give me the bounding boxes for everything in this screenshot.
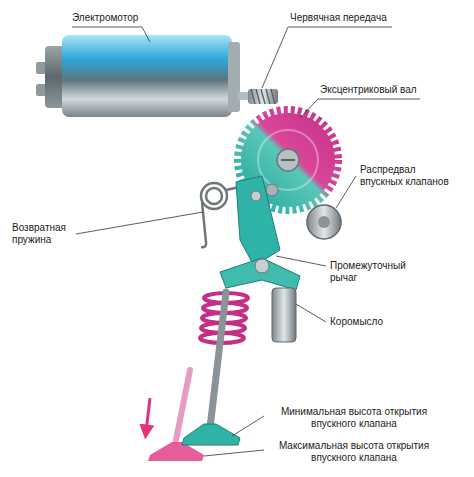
leader-line: [336, 176, 356, 208]
intake-camshaft: [307, 205, 341, 239]
camshaft-core: [318, 216, 330, 228]
motor-flange: [228, 42, 240, 112]
rocker-roller: [255, 259, 269, 273]
worm-drive: [248, 89, 278, 104]
intermediate-lever: [236, 176, 280, 266]
part-label: Червячная передача: [290, 12, 387, 24]
leader-line: [76, 212, 203, 234]
gear-disc: [241, 113, 335, 207]
leader-lines: [72, 27, 420, 456]
worm-gear: [238, 110, 338, 210]
valve-stem-ghost: [176, 370, 190, 440]
electric-motor: [36, 35, 250, 117]
part-label: Эксцентриковый вал: [320, 84, 417, 96]
eccentric-shaft: [277, 149, 299, 171]
worm-thread: [251, 89, 275, 104]
lift-arrow: [146, 398, 150, 432]
leader-line: [262, 27, 392, 88]
spring-coil: [206, 188, 222, 204]
lash-adjuster: [272, 288, 296, 342]
valve-stem: [210, 292, 226, 428]
part-label: Распредвал впускных клапанов: [360, 164, 450, 188]
spring-coil: [201, 183, 227, 209]
lever-pivot: [251, 191, 261, 201]
part-label: Электромотор: [72, 12, 138, 24]
leader-line: [72, 27, 150, 42]
gear-rim: [258, 130, 318, 190]
spring-hook: [201, 202, 206, 247]
part-label: Минимальная высота открытия впускного кл…: [268, 406, 440, 430]
gear-teeth: [238, 110, 338, 210]
motor-housing: [62, 35, 232, 117]
rocker-arm: [220, 258, 300, 290]
leader-line: [296, 304, 326, 322]
part-label: Возвратная пружина: [12, 222, 78, 246]
leader-line: [204, 450, 264, 456]
leader-line: [276, 256, 326, 266]
shaft-slot: [281, 159, 295, 161]
part-label: Коромысло: [330, 316, 383, 328]
leader-line: [232, 416, 264, 436]
eccentric-cam: [266, 184, 278, 196]
valve-head-min: [182, 424, 240, 445]
camshaft-lobe: [307, 205, 341, 239]
part-label: Максимальная высота открытия впускного к…: [268, 440, 440, 464]
worm-screw: [248, 89, 278, 104]
leader-line: [300, 99, 420, 118]
part-label: Промежуточный рычаг: [330, 260, 410, 284]
